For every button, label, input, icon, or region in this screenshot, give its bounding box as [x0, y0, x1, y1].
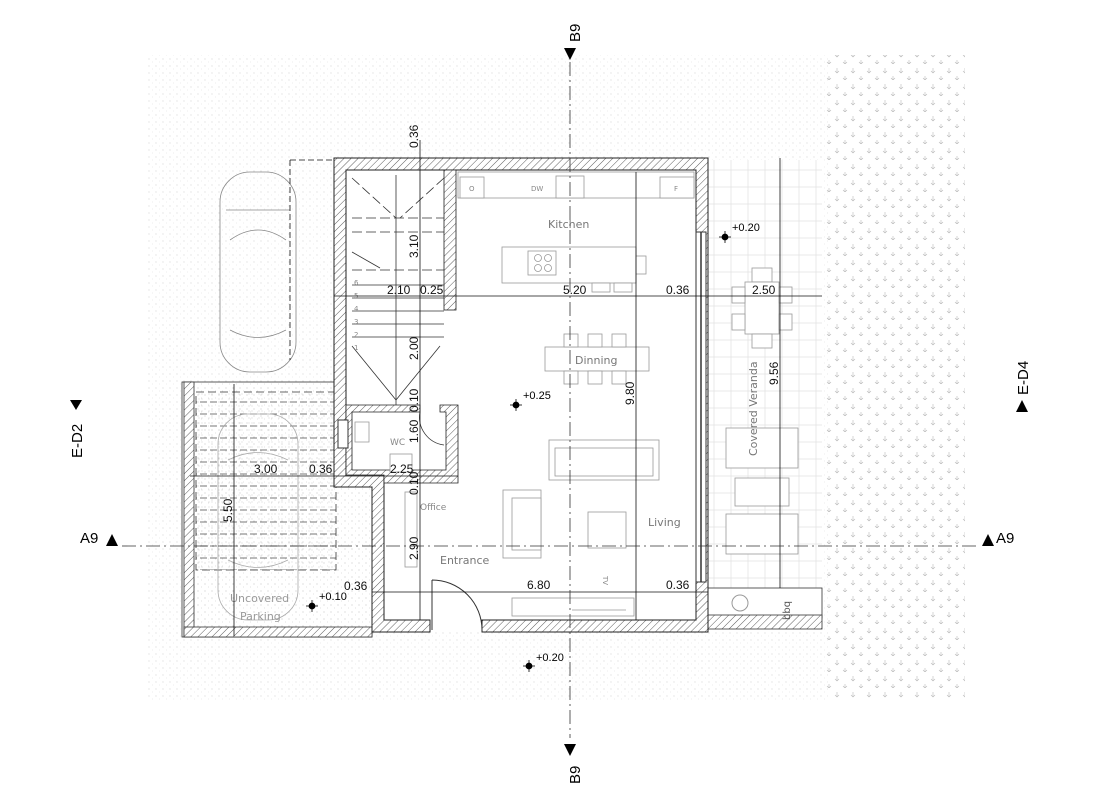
- bbq-area: [707, 587, 823, 619]
- dinning-label: Dinning: [575, 354, 617, 367]
- wc-label: WC: [390, 438, 405, 448]
- garden-area: [825, 55, 965, 700]
- section-arrow-top: [564, 48, 576, 60]
- parking-wall-left: [183, 381, 195, 638]
- level-parking: +0.10: [319, 591, 347, 603]
- level-veranda: +0.20: [732, 222, 760, 234]
- wc-window: [337, 419, 349, 449]
- level-interior: +0.25: [523, 390, 551, 402]
- kitchen-furniture: [457, 171, 695, 293]
- section-mark-top: B9: [567, 24, 584, 42]
- veranda-wall: [707, 614, 823, 630]
- dining-table: [544, 333, 650, 385]
- section-arrow-left: [106, 534, 118, 546]
- entrance-label: Entrance: [440, 554, 490, 567]
- elevation-mark-right: E-D4: [1015, 361, 1032, 395]
- dim-025: 0.25: [420, 283, 444, 297]
- stair-step-4: 4: [354, 305, 359, 313]
- dim-210: 2.10: [387, 283, 411, 297]
- section-mark-left: A9: [80, 530, 98, 547]
- dim-300: 3.00: [254, 462, 278, 476]
- parking-label-2: Parking: [240, 610, 281, 623]
- section-arrow-bottom: [564, 744, 576, 756]
- office-label: Office: [420, 503, 447, 513]
- entrance-door: [431, 579, 483, 631]
- parking-pergola: [195, 391, 337, 571]
- dim-010a: 0.10: [407, 388, 421, 412]
- dim-290: 2.90: [407, 536, 421, 560]
- dim-680: 6.80: [527, 578, 551, 592]
- tv-label: TV: [601, 575, 609, 585]
- dim-225: 2.25: [390, 462, 414, 476]
- wc-fixtures: [354, 421, 413, 473]
- dishwasher-label: DW: [531, 185, 543, 193]
- house-floor: [334, 158, 708, 632]
- dim-250: 2.50: [752, 283, 776, 297]
- veranda-furniture: [725, 267, 799, 555]
- car-top: [219, 171, 297, 373]
- office-desk: [404, 491, 418, 568]
- bbq-icon: [731, 594, 749, 612]
- level-outside: +0.20: [536, 652, 564, 664]
- wc-walls: [345, 404, 459, 484]
- bbq-label: bbq: [782, 601, 793, 620]
- section-arrow-right: [982, 534, 994, 546]
- car-parking: [217, 413, 299, 621]
- section-mark-bottom: B9: [567, 766, 584, 784]
- parking-label-1: Uncovered: [230, 592, 289, 605]
- dim-010b: 0.10: [407, 471, 421, 495]
- staircase: [351, 175, 445, 405]
- veranda-label: Covered Veranda: [747, 361, 760, 456]
- living-furniture: [502, 439, 660, 617]
- stair-wall: [443, 169, 457, 311]
- dim-036-right: 0.36: [666, 283, 690, 297]
- dim-036-bottom-right: 0.36: [666, 578, 690, 592]
- dim-550: 5.50: [221, 498, 235, 522]
- dim-520: 5.20: [563, 283, 587, 297]
- section-mark-right: A9: [996, 530, 1014, 547]
- fridge-label: F: [674, 185, 678, 193]
- elevation-arrow-right: [1016, 400, 1028, 412]
- dim-956: 9.56: [767, 361, 781, 385]
- elevation-arrow-left: [70, 400, 82, 410]
- stair-step-3: 3: [354, 318, 358, 326]
- dim-200: 2.00: [407, 336, 421, 360]
- parking-wall-bottom: [183, 626, 373, 638]
- level-marker-icons: [306, 231, 731, 672]
- stair-step-2: 2: [354, 331, 358, 339]
- wc-door: [419, 411, 445, 446]
- stair-step-6: 6: [354, 279, 359, 287]
- elevation-mark-left: E-D2: [69, 424, 86, 458]
- dim-036-top: 0.36: [407, 124, 421, 148]
- dim-160: 1.60: [407, 419, 421, 443]
- oven-label: O: [469, 185, 475, 193]
- dimension-lines: [190, 140, 822, 636]
- dim-980: 9.80: [623, 381, 637, 405]
- living-label: Living: [648, 516, 681, 529]
- section-lines: [122, 62, 978, 738]
- kitchen-label: Kitchen: [548, 218, 589, 231]
- dim-310: 3.10: [407, 234, 421, 258]
- dim-036-parking: 0.36: [309, 462, 333, 476]
- dim-036-entrance: 0.36: [344, 579, 368, 593]
- stair-step-1: 1: [354, 344, 358, 352]
